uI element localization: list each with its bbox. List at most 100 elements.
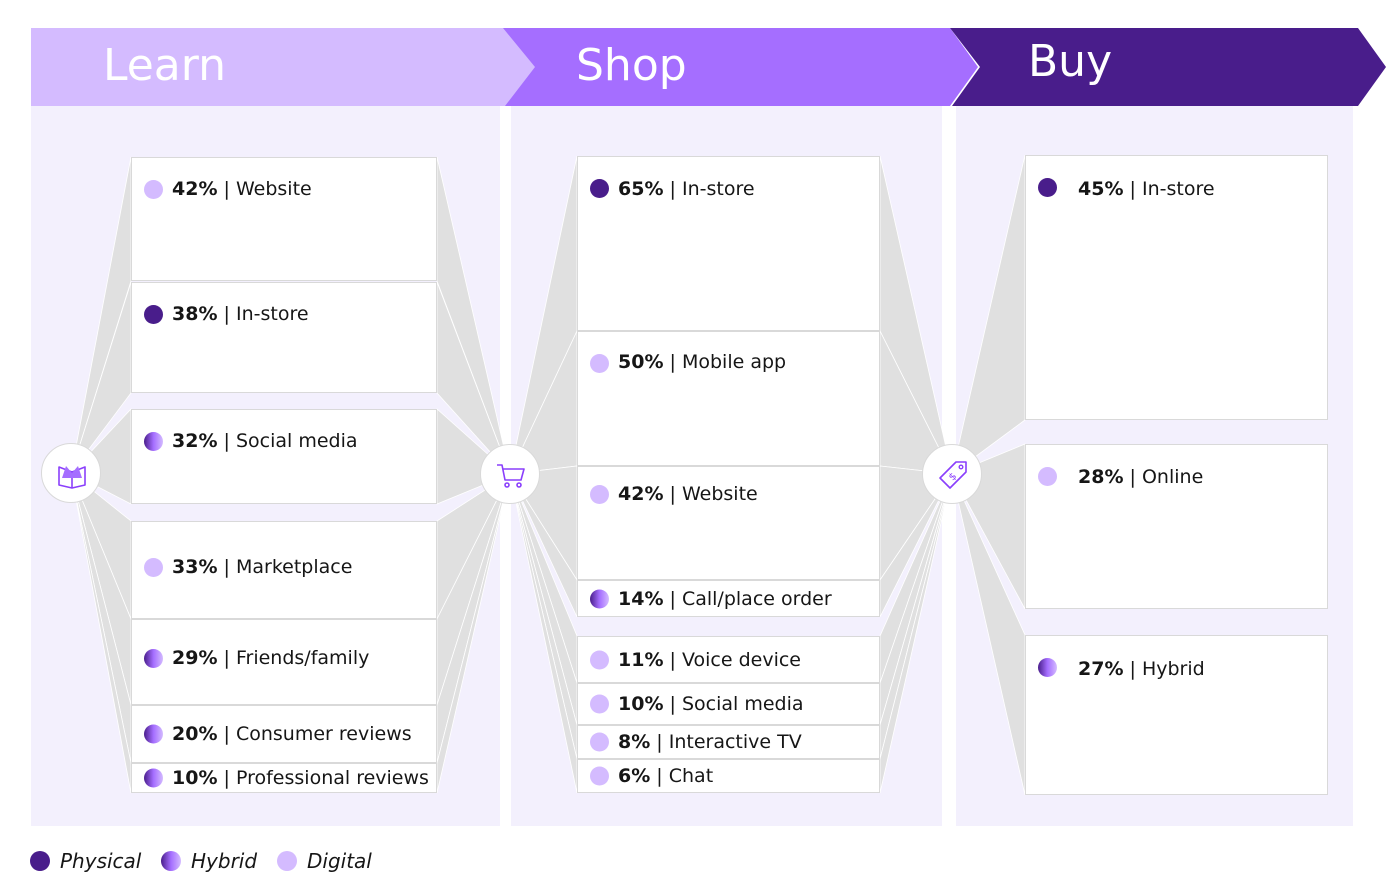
card-percent: 14% [618, 587, 664, 610]
card-label: Voice device [681, 648, 801, 671]
hybrid-channel-dot [144, 649, 163, 668]
card-separator: | [217, 647, 236, 669]
shop-card-voice-device: 11% | Voice device [577, 636, 880, 683]
card-label: Marketplace [235, 556, 353, 578]
card-label: Consumer reviews [235, 723, 412, 745]
learn-hub [41, 443, 101, 503]
card-percent: 10% [618, 693, 664, 715]
card-separator: | [663, 483, 682, 505]
card-separator: | [1123, 466, 1142, 488]
shop-card-in-store: 65% | In-store [577, 156, 880, 331]
hybrid-channel-dot [144, 768, 163, 788]
digital-channel-dot [1038, 467, 1057, 486]
card-percent: 38% [172, 303, 218, 325]
shop-card-call-place-order: 14% | Call/place order [577, 580, 880, 617]
hybrid-channel-dot [1038, 658, 1057, 677]
card-text: 28% | Online [1078, 466, 1203, 488]
card-separator: | [663, 351, 682, 373]
legend-label: Physical [60, 849, 142, 873]
connector-in-2-0 [951, 154, 1026, 475]
card-percent: 20% [172, 723, 218, 745]
card-percent: 42% [618, 483, 664, 505]
card-text: 29% | Friends/family [172, 647, 369, 669]
digital-channel-dot [590, 766, 609, 786]
card-separator: | [650, 765, 669, 787]
buy-card-hybrid: 27% | Hybrid [1025, 635, 1328, 795]
connector-out-0-6 [436, 473, 511, 794]
card-percent: 50% [618, 351, 664, 373]
card-label: In-store [1141, 178, 1215, 200]
card-separator: | [663, 648, 682, 671]
shop-card-chat: 6% | Chat [577, 759, 880, 793]
price-tag-icon: $ [939, 461, 967, 489]
card-separator: | [1123, 658, 1142, 680]
card-separator: | [1123, 178, 1142, 200]
card-separator: | [663, 178, 682, 200]
shop-banner: Shop [503, 28, 978, 106]
hybrid-channel-dot [144, 432, 163, 451]
card-label: Online [1141, 466, 1204, 488]
learn-banner: Learn [31, 28, 536, 106]
buy-title: Buy [1028, 36, 1113, 87]
learn-banner-shape [31, 28, 536, 106]
learn-title: Learn [103, 40, 226, 91]
digital-channel-dot [590, 694, 609, 714]
learn-banner-arrow [31, 28, 536, 106]
card-label: Friends/family [235, 647, 370, 669]
card-percent: 11% [618, 648, 664, 671]
card-separator: | [663, 587, 682, 610]
buy-banner: Buy [950, 28, 1386, 106]
card-text: 10% | Professional reviews [172, 767, 429, 789]
buy-banner-arrow [950, 28, 1386, 106]
digital-channel-dot [590, 485, 609, 504]
card-label: Interactive TV [668, 731, 802, 753]
hybrid-channel-dot [144, 724, 163, 744]
card-label: Professional reviews [235, 767, 429, 789]
physical-channel-dot [1038, 178, 1057, 197]
shop-banner-shape [503, 28, 978, 106]
card-text: 65% | In-store [618, 178, 755, 200]
learn-card-in-store: 38% | In-store [131, 282, 437, 393]
shop-card-interactive-tv: 8% | Interactive TV [577, 725, 880, 759]
card-percent: 29% [172, 647, 218, 669]
learn-card-friends-family: 29% | Friends/family [131, 619, 437, 705]
card-label: In-store [235, 303, 309, 325]
physical-channel-dot [144, 305, 163, 324]
card-label: Website [681, 483, 758, 505]
hybrid-channel-dot [590, 589, 609, 608]
digital-channel-dot [144, 558, 163, 577]
card-separator: | [217, 723, 236, 745]
card-text: 27% | Hybrid [1078, 658, 1205, 680]
learn-card-consumer-reviews: 20% | Consumer reviews [131, 705, 437, 763]
legend-label: Hybrid [191, 849, 258, 873]
buy-card-online: 28% | Online [1025, 444, 1328, 609]
card-label: Social media [235, 430, 358, 452]
card-label: In-store [681, 178, 755, 200]
card-text: 8% | Interactive TV [618, 731, 802, 753]
card-label: Hybrid [1141, 658, 1205, 680]
shop-card-website: 42% | Website [577, 466, 880, 580]
shop-card-mobile-app: 50% | Mobile app [577, 331, 880, 466]
card-separator: | [217, 303, 236, 325]
card-separator: | [663, 693, 682, 715]
digital-channel-dot [590, 732, 609, 752]
shop-banner-arrow [503, 28, 978, 106]
card-text: 20% | Consumer reviews [172, 723, 412, 745]
card-text: 45% | In-store [1078, 178, 1215, 200]
card-text: 42% | Website [172, 178, 312, 200]
card-text: 33% | Marketplace [172, 556, 352, 578]
card-separator: | [217, 178, 236, 200]
card-percent: 32% [172, 430, 218, 452]
shop-card-social-media: 10% | Social media [577, 683, 880, 725]
card-text: 14% | Call/place order [618, 588, 832, 610]
card-label: Call/place order [681, 587, 832, 610]
card-separator: | [217, 430, 236, 452]
learn-card-website: 42% | Website [131, 157, 437, 281]
card-percent: 33% [172, 556, 218, 578]
digital-channel-dot [590, 354, 609, 373]
card-percent: 10% [172, 767, 218, 789]
connector-out-1-3 [879, 473, 953, 618]
card-percent: 27% [1078, 658, 1124, 680]
card-text: 50% | Mobile app [618, 351, 786, 373]
card-text: 42% | Website [618, 483, 758, 505]
